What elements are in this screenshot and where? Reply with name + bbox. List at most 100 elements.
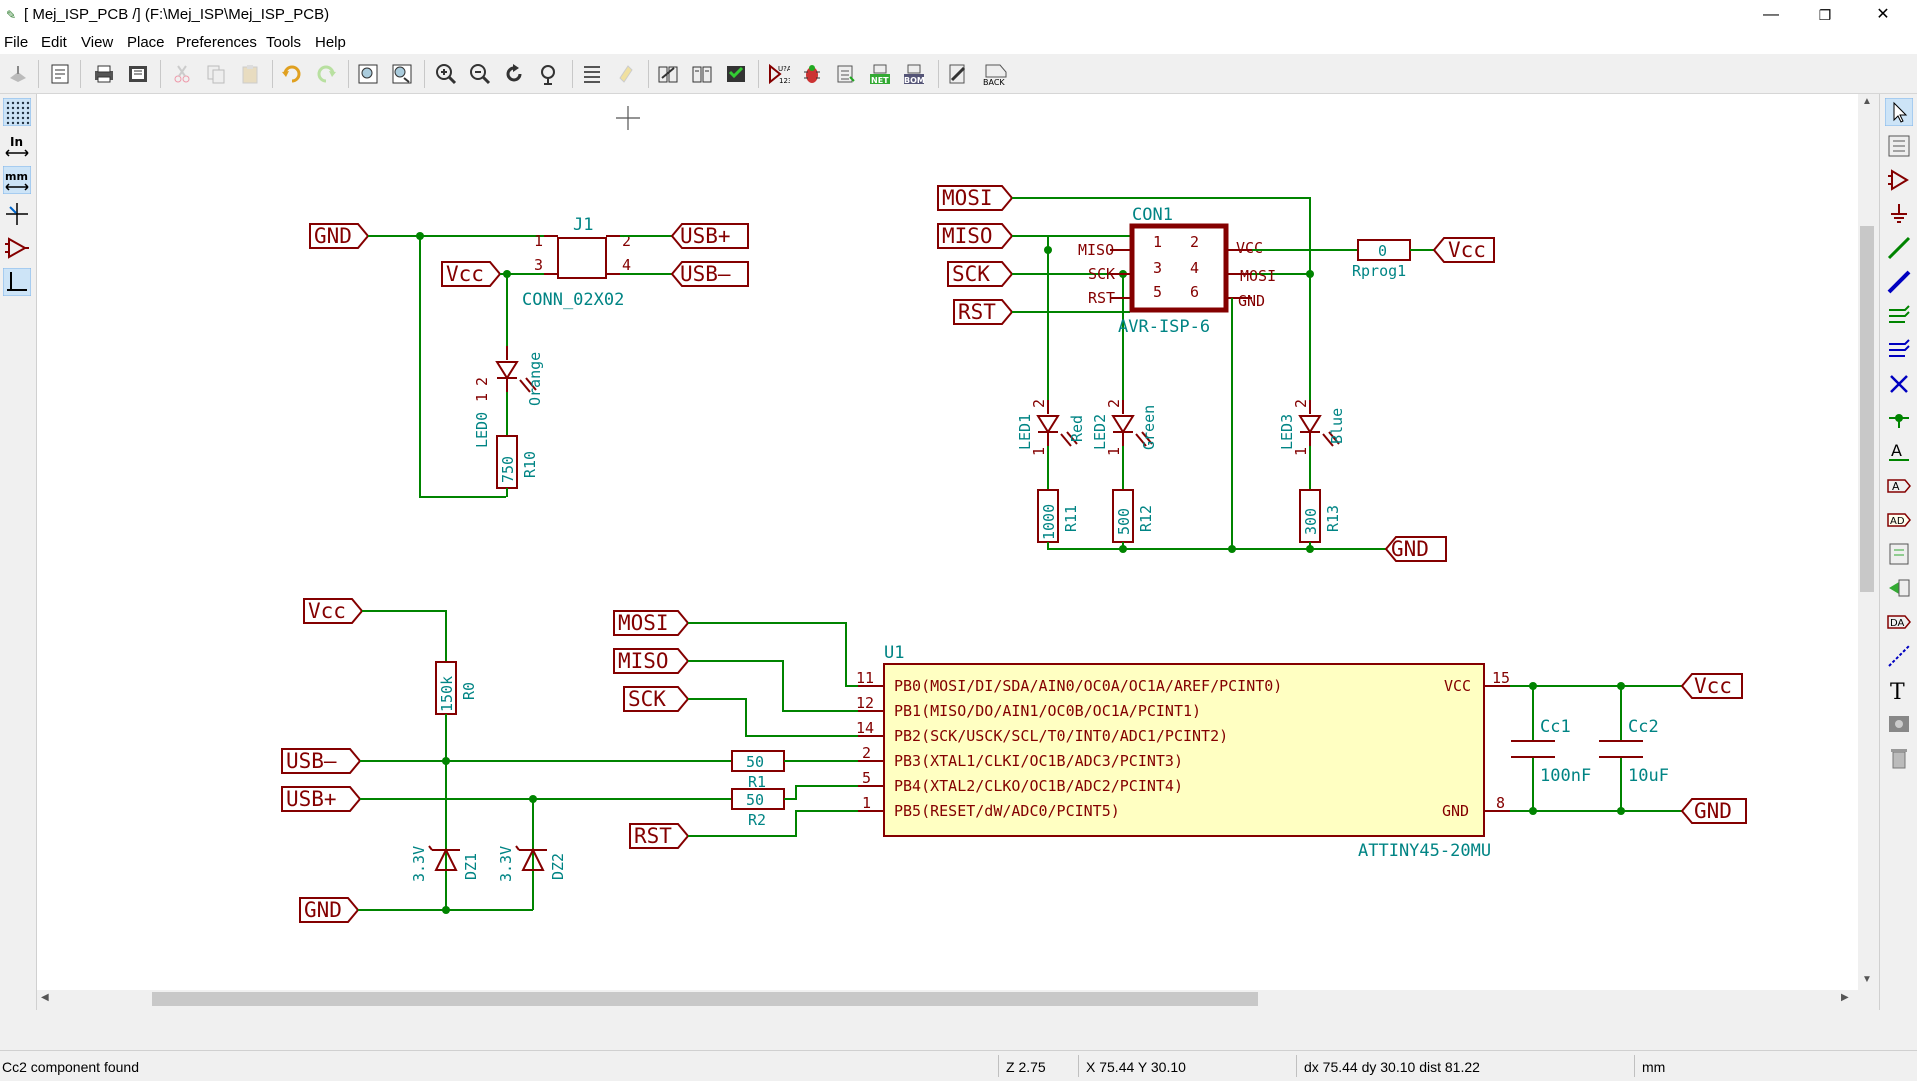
resistor-r1[interactable]: 50 R1 <box>731 750 785 791</box>
global-label-usb-minus-u1[interactable]: USB– <box>281 748 362 774</box>
mm-units-icon[interactable]: mm <box>3 166 31 194</box>
zoom-out-icon[interactable] <box>468 62 492 86</box>
menu-preferences[interactable]: Preferences <box>176 34 257 51</box>
place-bus-icon[interactable] <box>1885 268 1913 296</box>
global-label-gnd-zener[interactable]: GND <box>299 897 360 923</box>
resistor-r13[interactable]: 300 R13 <box>1299 489 1342 543</box>
scroll-right-icon[interactable]: ▶ <box>1841 992 1849 1003</box>
orthogonal-wires-icon[interactable] <box>3 268 31 296</box>
menu-file[interactable]: File <box>4 34 29 51</box>
hierarchy-navigator-icon[interactable] <box>580 62 604 86</box>
plot-icon[interactable] <box>126 62 150 86</box>
resistor-r10[interactable]: 750 R10 <box>496 435 539 489</box>
find-icon[interactable] <box>356 62 380 86</box>
place-junction-icon[interactable] <box>1885 404 1913 432</box>
scroll-down-icon[interactable]: ▼ <box>1862 974 1872 985</box>
global-label-sck-u1[interactable]: SCK <box>623 686 690 712</box>
no-connect-icon[interactable] <box>1885 370 1913 398</box>
close-button[interactable]: ✕ <box>1876 6 1890 23</box>
zener-dz1[interactable]: 3.3V DZ1 <box>410 845 480 882</box>
restore-button[interactable]: ❐ <box>1818 7 1832 23</box>
scroll-up-icon[interactable]: ▲ <box>1862 96 1872 107</box>
cut-icon[interactable] <box>170 62 194 86</box>
global-label-rst-isp[interactable]: RST <box>953 299 1014 325</box>
capacitor-cc2[interactable]: Cc2 10uF <box>1599 686 1669 811</box>
horizontal-scrollbar[interactable]: ◀ ▶ <box>37 990 1876 1008</box>
paste-icon[interactable] <box>238 62 262 86</box>
global-label-vcc-r0[interactable]: Vcc <box>303 598 364 624</box>
place-net-label-icon[interactable]: A <box>1885 438 1913 466</box>
zoom-fit-icon[interactable] <box>536 62 560 86</box>
scroll-left-icon[interactable]: ◀ <box>41 992 49 1003</box>
place-wire-icon[interactable] <box>1885 234 1913 262</box>
place-text-icon[interactable]: T <box>1885 676 1913 704</box>
footprint-assign-icon[interactable] <box>724 62 748 86</box>
pcbnew-icon[interactable] <box>946 62 970 86</box>
minimize-button[interactable]: — <box>1763 6 1779 23</box>
resistor-rprog1[interactable]: 0 Rprog1 <box>1352 239 1411 280</box>
menu-place[interactable]: Place <box>127 34 165 51</box>
global-label-vcc-u1[interactable]: Vcc <box>1680 673 1743 699</box>
menu-view[interactable]: View <box>81 34 114 51</box>
led-led1[interactable]: 2 1 LED1 Red <box>1016 399 1086 456</box>
capacitor-cc1[interactable]: Cc1 100nF <box>1511 686 1591 811</box>
library-browser-icon[interactable] <box>690 62 714 86</box>
cursor-shape-icon[interactable] <box>3 200 31 228</box>
netlist-icon[interactable] <box>834 62 858 86</box>
grid-toggle-icon[interactable] <box>3 98 31 126</box>
global-label-miso-u1[interactable]: MISO <box>613 648 690 674</box>
place-component-icon[interactable] <box>1885 166 1913 194</box>
graphic-line-icon[interactable] <box>1885 642 1913 670</box>
import-sheet-pin-icon[interactable] <box>1885 574 1913 602</box>
erc-icon[interactable] <box>800 62 824 86</box>
global-label-gnd-isp[interactable]: GND <box>1384 536 1447 562</box>
sheet-setup-icon[interactable] <box>48 62 72 86</box>
resistor-r12[interactable]: 500 R12 <box>1112 489 1155 543</box>
global-label-gnd-j1[interactable]: GND <box>309 223 370 249</box>
schematic-canvas[interactable]: .w{stroke:#008400;stroke-width:2;fill:no… <box>37 94 1876 990</box>
led-led2[interactable]: 2 1 LED2 Green <box>1091 399 1158 456</box>
schematic-sheet[interactable]: .w{stroke:#008400;stroke-width:2;fill:no… <box>37 94 1876 990</box>
vertical-scroll-thumb[interactable] <box>1860 226 1874 592</box>
global-label-gnd-u1[interactable]: GND <box>1680 798 1747 824</box>
place-image-icon[interactable] <box>1885 710 1913 738</box>
horizontal-scroll-thumb[interactable] <box>152 992 1258 1006</box>
led-led0[interactable]: 2 1 LED0 Orange <box>473 346 544 448</box>
back-annotate-icon[interactable]: BACK <box>980 62 1010 86</box>
undo-icon[interactable] <box>280 62 304 86</box>
place-sheet-pin-icon[interactable]: DA <box>1885 608 1913 636</box>
find-replace-icon[interactable] <box>390 62 414 86</box>
connector-j1[interactable]: J1 CONN_02X02 1 2 3 4 <box>522 215 631 310</box>
ic-u1[interactable]: U1 ATTINY45-20MU 11 12 14 2 5 1 PB0(MOSI… <box>856 643 1510 861</box>
library-editor-icon[interactable] <box>656 62 680 86</box>
global-label-vcc-isp[interactable]: Vcc <box>1432 237 1495 263</box>
global-label-usb-plus-j1[interactable]: USB+ <box>670 223 749 249</box>
menu-help[interactable]: Help <box>315 34 346 51</box>
select-arrow-icon[interactable] <box>1885 98 1913 126</box>
global-label-usb-plus-u1[interactable]: USB+ <box>281 786 362 812</box>
annotate-icon[interactable]: U?A123 <box>766 62 790 86</box>
hierarchy-navigate-icon[interactable] <box>1885 132 1913 160</box>
inch-units-icon[interactable]: In <box>3 132 31 160</box>
resistor-r2[interactable]: 50 R2 <box>731 788 785 829</box>
new-sheet-icon[interactable] <box>6 62 30 86</box>
menu-edit[interactable]: Edit <box>41 34 67 51</box>
redo-icon[interactable] <box>314 62 338 86</box>
connector-con1[interactable]: CON1 AVR-ISP-6 1 2 3 4 5 6 MISO SCK RST … <box>1078 205 1276 337</box>
global-label-miso-isp[interactable]: MISO <box>937 223 1014 249</box>
copy-icon[interactable] <box>204 62 228 86</box>
global-label-sck-isp[interactable]: SCK <box>947 261 1014 287</box>
bus-bus-entry-icon[interactable] <box>1885 336 1913 364</box>
place-power-icon[interactable] <box>1885 200 1913 228</box>
global-label-usb-minus-j1[interactable]: USB– <box>670 261 749 287</box>
global-label-mosi-u1[interactable]: MOSI <box>613 610 690 636</box>
led-led3[interactable]: 2 1 LED3 Blue <box>1278 399 1346 456</box>
resistor-r11[interactable]: 1000 R11 <box>1037 489 1080 543</box>
cvpcb-icon[interactable]: NET <box>868 62 892 86</box>
vertical-scrollbar[interactable]: ▲ ▼ <box>1858 94 1876 990</box>
place-global-label-icon[interactable]: A <box>1885 472 1913 500</box>
zener-dz2[interactable]: 3.3V DZ2 <box>497 845 567 882</box>
show-hidden-pins-icon[interactable] <box>3 234 31 262</box>
global-label-vcc-j1[interactable]: Vcc <box>441 261 502 287</box>
global-label-mosi-isp[interactable]: MOSI <box>937 185 1014 211</box>
